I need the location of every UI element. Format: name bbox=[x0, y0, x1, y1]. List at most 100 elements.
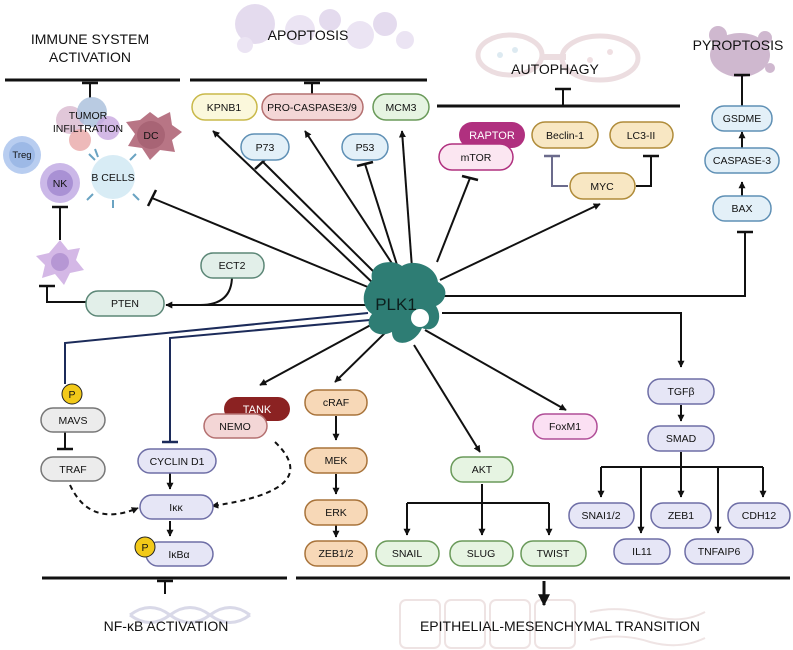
tumor-infiltration-label-1: TUMOR bbox=[69, 110, 108, 122]
node-slug[interactable]: SLUG bbox=[449, 540, 514, 567]
autophagy-header-group: AUTOPHAGY bbox=[437, 61, 680, 108]
node-twist[interactable]: TWIST bbox=[520, 540, 587, 567]
node-kpnb1[interactable]: KPNB1 bbox=[191, 93, 258, 121]
node-craf[interactable]: cRAF bbox=[304, 389, 368, 416]
plk1-protein[interactable]: PLK1 bbox=[363, 262, 446, 343]
cdh12-label: CDH12 bbox=[742, 510, 777, 522]
node-tgfb[interactable]: TGFβ bbox=[647, 378, 715, 405]
node-caspase3[interactable]: CASPASE-3 bbox=[704, 147, 780, 174]
cyclind1-label: CYCLIN D1 bbox=[150, 456, 205, 468]
snail-label: SNAIL bbox=[392, 548, 423, 560]
node-mtor[interactable]: mTOR bbox=[438, 143, 514, 171]
node-myc[interactable]: MYC bbox=[569, 172, 636, 200]
treg-cell: Treg bbox=[3, 136, 41, 174]
edge-nemo-ikk bbox=[211, 441, 292, 509]
node-procaspase[interactable]: PRO-CASPASE3/9 bbox=[261, 93, 364, 121]
tank-label: TANK bbox=[243, 404, 272, 416]
b-cell: B CELLS bbox=[86, 148, 140, 208]
node-smad[interactable]: SMAD bbox=[647, 425, 715, 452]
edge-myc-lc3 bbox=[636, 156, 652, 187]
myc-label: MYC bbox=[590, 181, 614, 193]
pyroptosis-header: PYROPTOSIS bbox=[693, 37, 784, 53]
erk-label: ERK bbox=[325, 507, 347, 519]
node-foxm1[interactable]: FoxM1 bbox=[532, 413, 598, 440]
edge-plk1-akt bbox=[413, 344, 481, 453]
p73-label: P73 bbox=[256, 142, 275, 154]
edge-plk1-immune bbox=[151, 197, 376, 291]
node-bax[interactable]: BAX bbox=[712, 195, 772, 222]
immune-header-line1: IMMUNE SYSTEM bbox=[31, 31, 149, 47]
craf-label: cRAF bbox=[323, 397, 349, 409]
node-zeb1[interactable]: ZEB1 bbox=[650, 502, 712, 529]
edge-plk1-kpnb1 bbox=[212, 130, 376, 286]
dendritic-cell-lower-illustration bbox=[36, 240, 84, 285]
node-mcm3[interactable]: MCM3 bbox=[372, 93, 430, 121]
node-mavs[interactable]: MAVS bbox=[40, 407, 106, 433]
b-cells-label: B CELLS bbox=[91, 172, 134, 184]
node-beclin1[interactable]: Beclin-1 bbox=[531, 121, 599, 149]
node-p73[interactable]: P73 bbox=[240, 133, 290, 161]
node-p53[interactable]: P53 bbox=[341, 133, 389, 161]
node-snai12[interactable]: SNAI1/2 bbox=[568, 502, 635, 529]
node-cdh12[interactable]: CDH12 bbox=[727, 502, 791, 529]
beclin1-label: Beclin-1 bbox=[546, 130, 584, 142]
node-pten[interactable]: PTEN bbox=[85, 290, 165, 317]
pyroptosis-header-group: PYROPTOSIS bbox=[693, 37, 784, 53]
edge-plk1-p53 bbox=[364, 163, 399, 269]
node-ikk[interactable]: Iκκ bbox=[139, 494, 214, 520]
dc-label: DC bbox=[143, 130, 159, 142]
gsdme-label: GSDME bbox=[723, 113, 762, 125]
procaspase-label: PRO-CASPASE3/9 bbox=[267, 102, 357, 114]
zeb12-label: ZEB1/2 bbox=[318, 548, 353, 560]
edge-plk1-mavs bbox=[64, 312, 369, 384]
node-il11[interactable]: IL11 bbox=[613, 538, 671, 565]
node-ikba[interactable]: IκBα bbox=[145, 541, 214, 567]
slug-label: SLUG bbox=[467, 548, 496, 560]
edge-plk1-mcm3 bbox=[398, 130, 413, 269]
mcm3-label: MCM3 bbox=[386, 102, 417, 114]
node-cyclind1[interactable]: CYCLIN D1 bbox=[137, 448, 217, 474]
bax-label: BAX bbox=[731, 203, 752, 215]
akt-label: AKT bbox=[472, 464, 493, 476]
tnfaip6-label: TNFAIP6 bbox=[698, 546, 741, 558]
edge-plk1-craf bbox=[334, 329, 389, 383]
node-traf[interactable]: TRAF bbox=[40, 456, 106, 482]
traf-label: TRAF bbox=[59, 464, 86, 476]
il11-label: IL11 bbox=[632, 546, 652, 558]
pten-label: PTEN bbox=[111, 298, 139, 310]
node-zeb12[interactable]: ZEB1/2 bbox=[304, 540, 368, 567]
foxm1-label: FoxM1 bbox=[549, 421, 581, 433]
node-ect2[interactable]: ECT2 bbox=[200, 252, 265, 279]
treg-label: Treg bbox=[12, 150, 31, 161]
nfkb-dna-illustration bbox=[129, 606, 251, 624]
nfkb-header-group: NF-κB ACTIVATION bbox=[42, 576, 287, 634]
ikba-label: IκBα bbox=[168, 549, 189, 561]
node-tnfaip6[interactable]: TNFAIP6 bbox=[684, 538, 754, 565]
tgfb-label: TGFβ bbox=[667, 386, 694, 398]
node-lc3ii[interactable]: LC3-II bbox=[609, 121, 674, 149]
phospho-ikba-label: P bbox=[141, 542, 148, 554]
edge-plk1-p73 bbox=[262, 161, 381, 279]
node-gsdme[interactable]: GSDME bbox=[711, 105, 773, 132]
snai12-label: SNAI1/2 bbox=[581, 510, 620, 522]
edge-plk1-procaspase bbox=[304, 130, 396, 269]
nk-label: NK bbox=[53, 178, 68, 190]
node-nemo[interactable]: NEMO bbox=[203, 413, 268, 439]
node-snail[interactable]: SNAIL bbox=[375, 540, 440, 567]
edge-ect2-pten bbox=[199, 275, 233, 306]
node-mek[interactable]: MEK bbox=[304, 447, 368, 474]
node-raptor[interactable]: RAPTOR bbox=[459, 122, 525, 148]
tumor-infiltration-cluster: TUMOR INFILTRATION bbox=[53, 97, 123, 151]
p53-label: P53 bbox=[356, 142, 375, 154]
zeb1-label: ZEB1 bbox=[668, 510, 694, 522]
twist-label: TWIST bbox=[537, 548, 570, 560]
node-erk[interactable]: ERK bbox=[304, 499, 368, 526]
edge-myc-beclin1 bbox=[551, 156, 568, 187]
emt-header-group: EPITHELIAL-MESENCHYMAL TRANSITION bbox=[296, 576, 790, 634]
apoptosis-header-group: APOPTOSIS bbox=[190, 27, 427, 82]
nk-cell: NK bbox=[40, 163, 80, 203]
immune-cells: TUMOR INFILTRATION DC Treg NK B CELLS bbox=[3, 97, 182, 285]
autophagy-vesicles-illustration bbox=[475, 32, 641, 83]
node-akt[interactable]: AKT bbox=[450, 456, 514, 483]
